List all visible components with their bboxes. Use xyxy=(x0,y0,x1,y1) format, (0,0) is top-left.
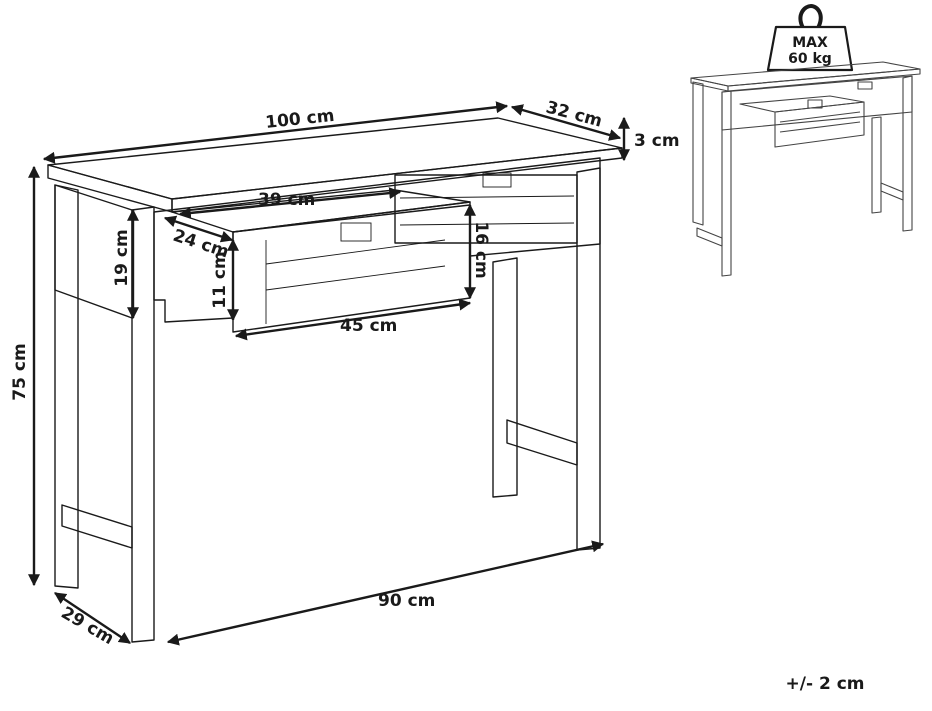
load-label-max: MAX xyxy=(792,35,828,51)
stretcher-left xyxy=(61,504,133,549)
label-depth-legs: 29 cm xyxy=(58,603,118,649)
label-thickness-top: 3 cm xyxy=(634,131,680,151)
tolerance-note: +/- 2 cm xyxy=(785,674,865,694)
label-width-top: 100 cm xyxy=(264,106,335,133)
dimension-lines xyxy=(28,101,630,646)
leg-back-left xyxy=(54,184,79,589)
stretcher-right xyxy=(506,419,578,466)
label-width-between-legs: 90 cm xyxy=(378,591,435,611)
label-width-drawer-back: 39 cm xyxy=(258,190,315,210)
drawer-open-handle xyxy=(340,222,372,242)
weight-icon: MAX 60 kg xyxy=(766,3,854,72)
label-height-drawer-front: 16 cm xyxy=(471,221,491,278)
label-height-total: 75 cm xyxy=(10,343,30,400)
load-label-weight: 60 kg xyxy=(788,51,832,67)
leg-front-left xyxy=(131,206,155,643)
drawer-closed-handle xyxy=(482,172,512,188)
dimension-labels: 100 cm 32 cm 3 cm 75 cm 19 cm 39 cm 24 c… xyxy=(10,98,680,650)
tabletop-side-edge xyxy=(171,147,623,213)
tabletop-surface xyxy=(47,117,623,200)
label-height-drawer: 11 cm xyxy=(210,251,230,308)
label-height-apron: 19 cm xyxy=(112,229,132,286)
label-width-drawer-front: 45 cm xyxy=(340,316,397,336)
label-depth-top: 32 cm xyxy=(544,98,605,132)
console-table-drawing xyxy=(47,117,623,643)
thumbnail-table-drawing xyxy=(690,61,921,277)
leg-back-right xyxy=(492,257,518,498)
leg-front-right xyxy=(576,167,601,551)
